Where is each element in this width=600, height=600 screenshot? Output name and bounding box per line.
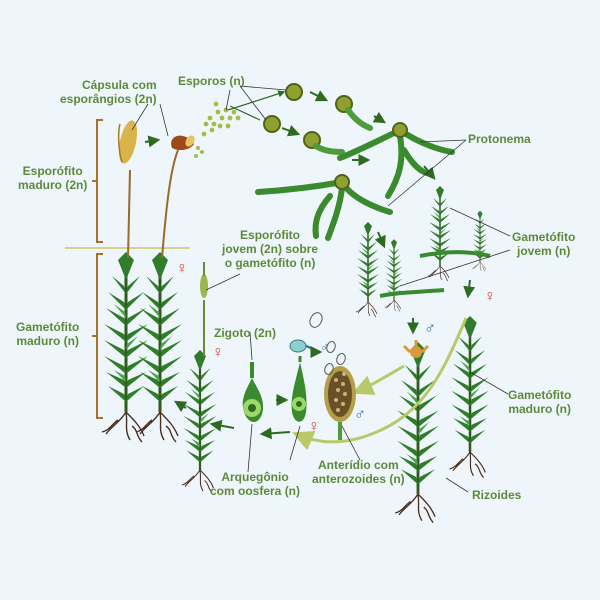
female-symbol-right: ♀: [484, 288, 496, 305]
male-symbol-antheridium: ♂: [354, 406, 366, 423]
label-zigoto: Zigoto (2n): [214, 326, 276, 340]
label-esporofito-jovem: Esporófito jovem (2n) sobre o gametófito…: [222, 228, 319, 270]
female-symbol-left: ♀: [176, 260, 188, 277]
left-bracket: [92, 119, 103, 419]
label-esporofito-maduro: Esporófito maduro (2n): [18, 164, 88, 192]
label-protonema: Protonema: [468, 132, 531, 146]
label-gametofito-jovem: Gametófito jovem (n): [512, 230, 576, 258]
label-gametofito-maduro-right: Gametófito maduro (n): [508, 388, 572, 416]
label-arquegonio: Arquegônio com oosfera (n): [210, 470, 301, 498]
female-symbol-middle: ♀: [212, 344, 224, 361]
label-capsula: Cápsula com esporângios (2n): [60, 78, 157, 106]
label-rizoides: Rizoides: [472, 488, 522, 502]
label-gametofito-maduro-left: Gametófito maduro (n): [16, 320, 80, 348]
female-symbol-archegonium: ♀: [308, 418, 320, 435]
label-anteridio: Anterídio com anterozoides (n): [312, 458, 405, 486]
male-symbol-sperm: ♂: [320, 339, 330, 354]
male-symbol-right: ♂: [424, 320, 436, 337]
label-esporos: Esporos (n): [178, 74, 245, 88]
